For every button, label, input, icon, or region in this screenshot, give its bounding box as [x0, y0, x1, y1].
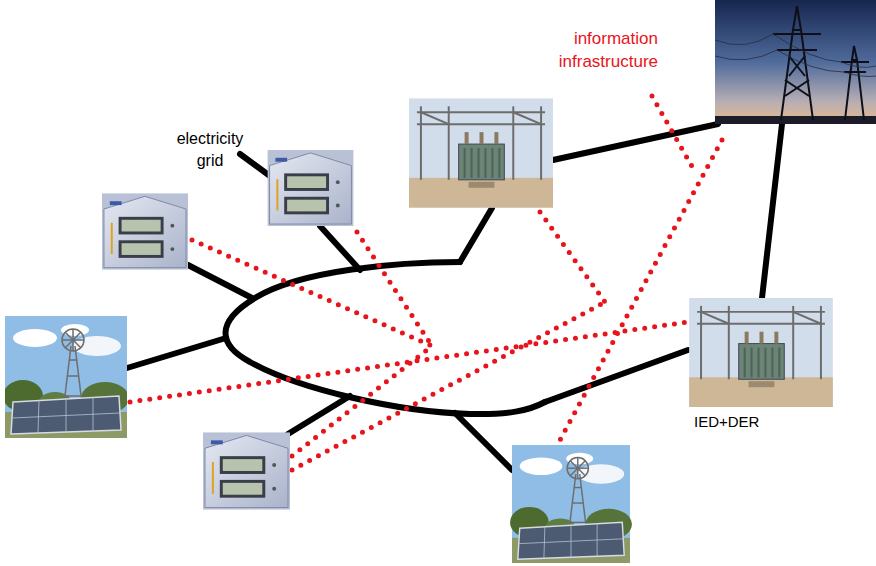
grid-line — [460, 208, 492, 262]
grid-line — [320, 226, 360, 270]
grid-line — [553, 124, 718, 160]
substation-picture — [409, 98, 553, 207]
towers-picture — [715, 0, 876, 124]
info-link — [292, 346, 432, 456]
grid-line — [455, 413, 512, 470]
grid-line — [188, 265, 252, 298]
information-links — [130, 96, 722, 470]
substation-picture — [689, 298, 833, 407]
info-link — [652, 96, 694, 170]
info-link — [292, 302, 605, 470]
grid-line — [762, 124, 782, 298]
renewables-picture — [3, 316, 129, 438]
meter-picture — [203, 432, 290, 509]
meter-picture — [268, 150, 354, 226]
grid-leader — [240, 154, 270, 176]
device-label: IED+DER — [694, 412, 804, 432]
grid-loop — [225, 262, 545, 414]
pictures — [3, 0, 876, 563]
grid-line — [545, 350, 688, 402]
renewables-picture — [510, 445, 632, 563]
info-link — [192, 240, 432, 346]
grid-line — [127, 338, 226, 368]
info-link — [540, 212, 605, 302]
meter-picture — [102, 193, 188, 269]
grid-line — [288, 396, 350, 434]
info-link — [357, 232, 432, 346]
grid-label: electricity grid — [166, 128, 254, 171]
network-label: information infrastructure — [520, 28, 658, 74]
